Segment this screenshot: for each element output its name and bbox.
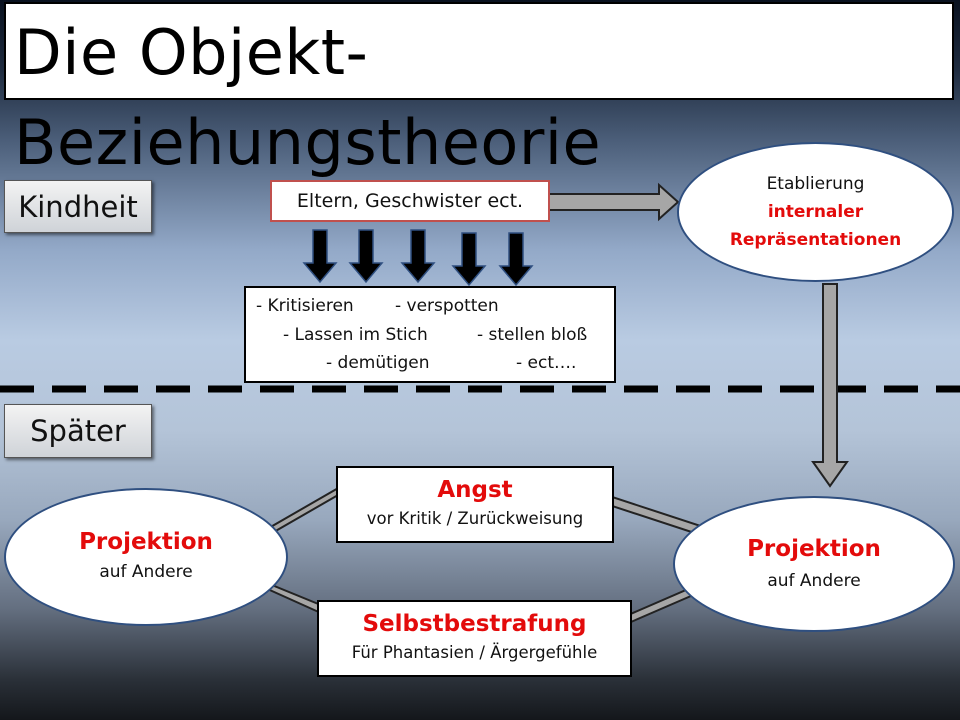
page-title: Die Objekt-Beziehungstheorie — [14, 16, 602, 179]
down-arrow-1 — [302, 229, 338, 284]
projektion-left-subtitle: auf Andere — [99, 562, 193, 582]
title-box: Die Objekt-Beziehungstheorie — [4, 2, 954, 179]
projektion-left-title: Projektion — [79, 529, 213, 555]
down-arrow-5 — [498, 232, 534, 287]
action-stellen-bloss: - stellen bloß — [477, 325, 588, 345]
down-arrow-2 — [348, 229, 384, 284]
angst-subtitle: vor Kritik / Zurückweisung — [366, 509, 584, 528]
eltern-text: Eltern, Geschwister ect. — [296, 190, 524, 212]
eltern-box: Eltern, Geschwister ect. — [270, 180, 550, 222]
etablierung-ellipse: Etablierung internaler Repräsentationen — [677, 142, 954, 282]
kindheit-text: Kindheit — [18, 189, 138, 224]
selbstbestrafung-box: Selbstbestrafung Für Phantasien / Ärgerg… — [317, 600, 632, 677]
action-lassen-im-stich: - Lassen im Stich — [283, 325, 428, 345]
arrow-eltern-to-etablierung — [548, 182, 680, 222]
down-arrow-3 — [400, 229, 436, 284]
selbstbestrafung-title: Selbstbestrafung — [362, 611, 587, 637]
projektion-right-ellipse: Projektion auf Andere — [673, 496, 955, 632]
projektion-right-subtitle: auf Andere — [767, 571, 861, 591]
spaeter-label: Später — [4, 404, 152, 458]
actions-box: - Kritisieren - verspotten - Lassen im S… — [244, 286, 616, 383]
kindheit-label: Kindheit — [4, 180, 152, 233]
angst-box: Angst vor Kritik / Zurückweisung — [336, 466, 614, 543]
down-arrow-4 — [451, 232, 487, 287]
etablierung-line1: Etablierung — [766, 174, 865, 194]
down-arrows — [302, 229, 534, 287]
action-demuetigen: - demütigen — [326, 353, 430, 373]
action-verspotten: - verspotten — [395, 296, 499, 316]
angst-title: Angst — [437, 477, 513, 503]
selbstbestrafung-subtitle: Für Phantasien / Ärgergefühle — [351, 643, 598, 662]
arrow-etablierung-down — [811, 283, 849, 488]
projektion-right-title: Projektion — [747, 536, 881, 562]
action-kritisieren: - Kritisieren — [256, 296, 354, 316]
spaeter-text: Später — [30, 414, 126, 448]
action-ect: - ect…. — [516, 353, 577, 373]
etablierung-line3: Repräsentationen — [729, 230, 902, 250]
etablierung-line2: internaler — [767, 202, 864, 222]
projektion-left-ellipse: Projektion auf Andere — [4, 488, 288, 626]
